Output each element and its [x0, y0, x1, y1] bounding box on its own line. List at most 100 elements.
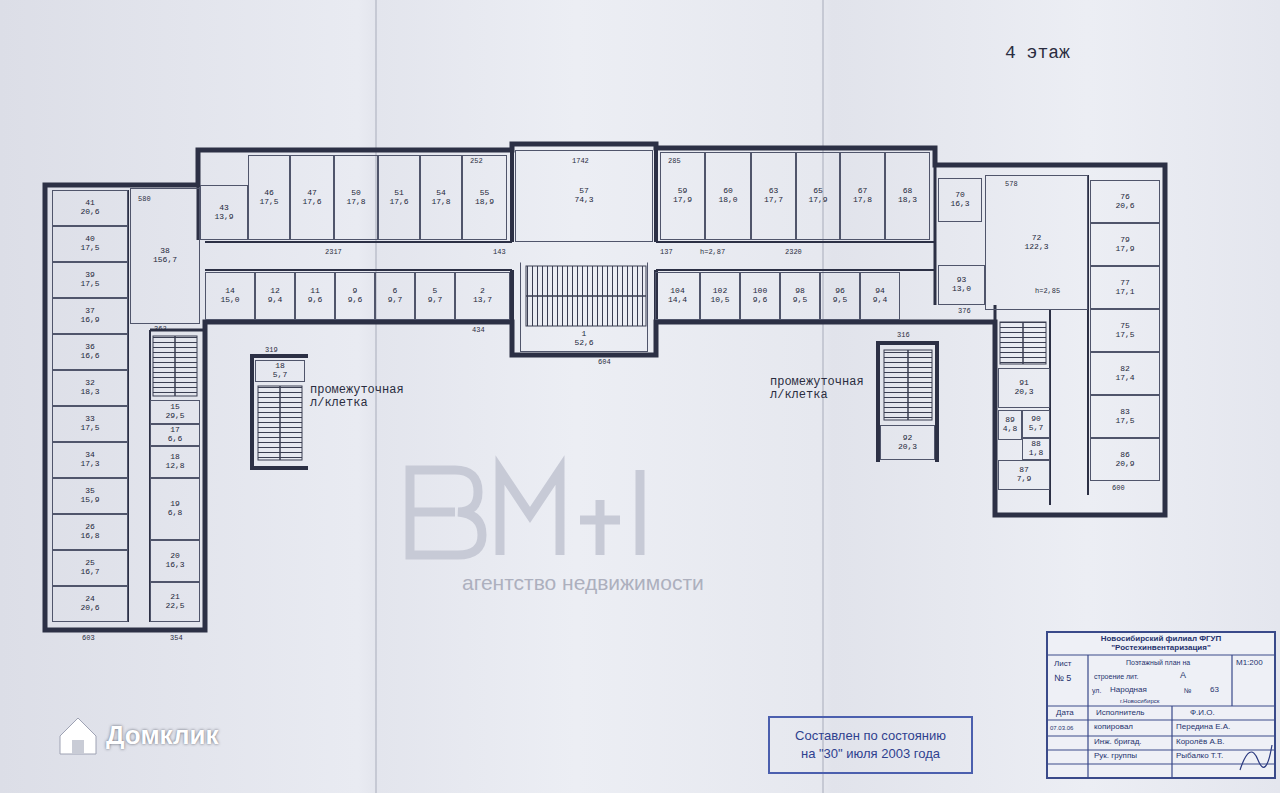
- title-block-cell: Королёв А.В.: [1176, 738, 1225, 747]
- room-number: 68: [903, 187, 913, 196]
- room-box: 5017,8: [334, 155, 378, 240]
- room-area: 9,6: [348, 296, 362, 305]
- room-box: 3417,3: [52, 442, 128, 478]
- room-box: 881,8: [1022, 438, 1050, 460]
- room-area: 14,4: [668, 296, 687, 305]
- title-block-cell: Лист: [1054, 660, 1071, 669]
- room-number: 19: [170, 500, 180, 509]
- room-area: 17,6: [389, 198, 408, 207]
- room-area: 9,6: [753, 296, 767, 305]
- room-area: 17,5: [80, 280, 99, 289]
- title-block-cell: Рук. группы: [1094, 752, 1137, 761]
- room-area: 74,3: [574, 196, 593, 205]
- dimension-label: h=2,85: [1035, 288, 1060, 296]
- room-box: 6517,9: [796, 152, 840, 240]
- room-number: 88: [1031, 440, 1041, 449]
- dimension-label: 603: [82, 635, 95, 643]
- room-number: 77: [1120, 279, 1130, 288]
- room-area: 15,0: [220, 296, 239, 305]
- room-number: 46: [264, 189, 274, 198]
- room-area: 156,7: [153, 256, 177, 265]
- dimension-label: 604: [598, 359, 611, 367]
- room-box: 4617,5: [248, 155, 290, 240]
- room-area: 15,9: [80, 496, 99, 505]
- room-box: 185,7: [255, 360, 305, 382]
- room-number: 63: [769, 187, 779, 196]
- stair-note: промежуточная л/клетка: [310, 384, 410, 410]
- room-box: 3317,5: [52, 406, 128, 442]
- room-area: 5,7: [273, 371, 287, 380]
- room-box: 8217,4: [1090, 352, 1160, 395]
- room-box: 7620,6: [1090, 180, 1160, 223]
- title-block-cell: 63: [1210, 686, 1219, 695]
- room-number: 5: [433, 287, 438, 296]
- room-area: 9,7: [428, 296, 442, 305]
- room-area: 17,7: [764, 196, 783, 205]
- inner-walls: [128, 144, 1088, 622]
- dimension-label: 354: [170, 635, 183, 643]
- room-box: 1529,5: [150, 400, 200, 424]
- room-number: 91: [1019, 379, 1029, 388]
- title-block-cell: Новосибирский филиал ФГУП "Ростехинвента…: [1052, 635, 1270, 653]
- room-number: 47: [307, 189, 317, 198]
- room-area: 1,8: [1029, 449, 1043, 458]
- room-box: 7016,3: [938, 178, 982, 222]
- room-area: 16,8: [80, 532, 99, 541]
- title-block-cell: Передина Е.А.: [1176, 723, 1230, 732]
- room-number: 37: [85, 307, 95, 316]
- intermediate-stair-right: [878, 343, 937, 462]
- room-number: 26: [85, 523, 95, 532]
- stamp-text: Составлен по состоянию: [795, 727, 946, 745]
- dimension-label: 434: [472, 327, 485, 335]
- room-box: 3716,9: [52, 298, 128, 334]
- room-area: 16,3: [950, 200, 969, 209]
- room-box: 905,7: [1022, 410, 1050, 438]
- title-block-cell: А: [1180, 671, 1186, 681]
- room-box: 4017,5: [52, 226, 128, 262]
- room-box: 1812,8: [150, 446, 200, 478]
- room-box: 129,4: [255, 272, 295, 320]
- dimension-label: 316: [897, 332, 910, 340]
- paper-folds: [376, 0, 823, 793]
- room-box: 6317,7: [751, 152, 796, 240]
- room-box: 5518,9: [462, 155, 507, 240]
- room-number: 25: [85, 559, 95, 568]
- room-box: 10210,5: [700, 272, 740, 320]
- room-area: 13,7: [473, 296, 492, 305]
- room-area: 7,9: [1017, 475, 1031, 484]
- room-number: 18: [170, 453, 180, 462]
- room-area: 17,8: [346, 198, 365, 207]
- room-area: 17,3: [80, 460, 99, 469]
- room-area: 16,6: [80, 352, 99, 361]
- title-block-cell: ул.: [1092, 687, 1101, 695]
- room-number: 32: [85, 379, 95, 388]
- room-box: 176,6: [150, 424, 200, 446]
- title-block-cell: Народная: [1110, 686, 1147, 695]
- room-area: 17,5: [1115, 331, 1134, 340]
- dimension-label: 143: [493, 249, 506, 257]
- dimension-label: 137: [660, 249, 673, 257]
- room-number: 67: [858, 187, 868, 196]
- room-area: 17,1: [1115, 288, 1134, 297]
- watermark-text: агентство недвижимости: [462, 571, 704, 594]
- room-area: 16,9: [80, 316, 99, 325]
- room-number: 2: [480, 287, 485, 296]
- room-box: 949,4: [860, 272, 900, 320]
- dimension-label: 580: [138, 196, 151, 204]
- room-number: 20: [170, 552, 180, 561]
- dimension-label: 1742: [572, 158, 589, 166]
- room-area: 17,8: [853, 196, 872, 205]
- title-block-cell: Ф.И.О.: [1190, 709, 1215, 718]
- room-number: 94: [875, 287, 885, 296]
- title-block-cell: № 5: [1054, 674, 1071, 684]
- room-area: 9,4: [268, 296, 282, 305]
- dimension-label: 362: [154, 326, 167, 334]
- room-area: 9,7: [388, 296, 402, 305]
- room-number: 51: [394, 189, 404, 198]
- room-number: 96: [835, 287, 845, 296]
- room-box: 1415,0: [205, 272, 255, 320]
- room-box: 6818,3: [885, 152, 930, 240]
- room-number: 9: [353, 287, 358, 296]
- title-block-cell: Инж. бригад.: [1094, 738, 1142, 747]
